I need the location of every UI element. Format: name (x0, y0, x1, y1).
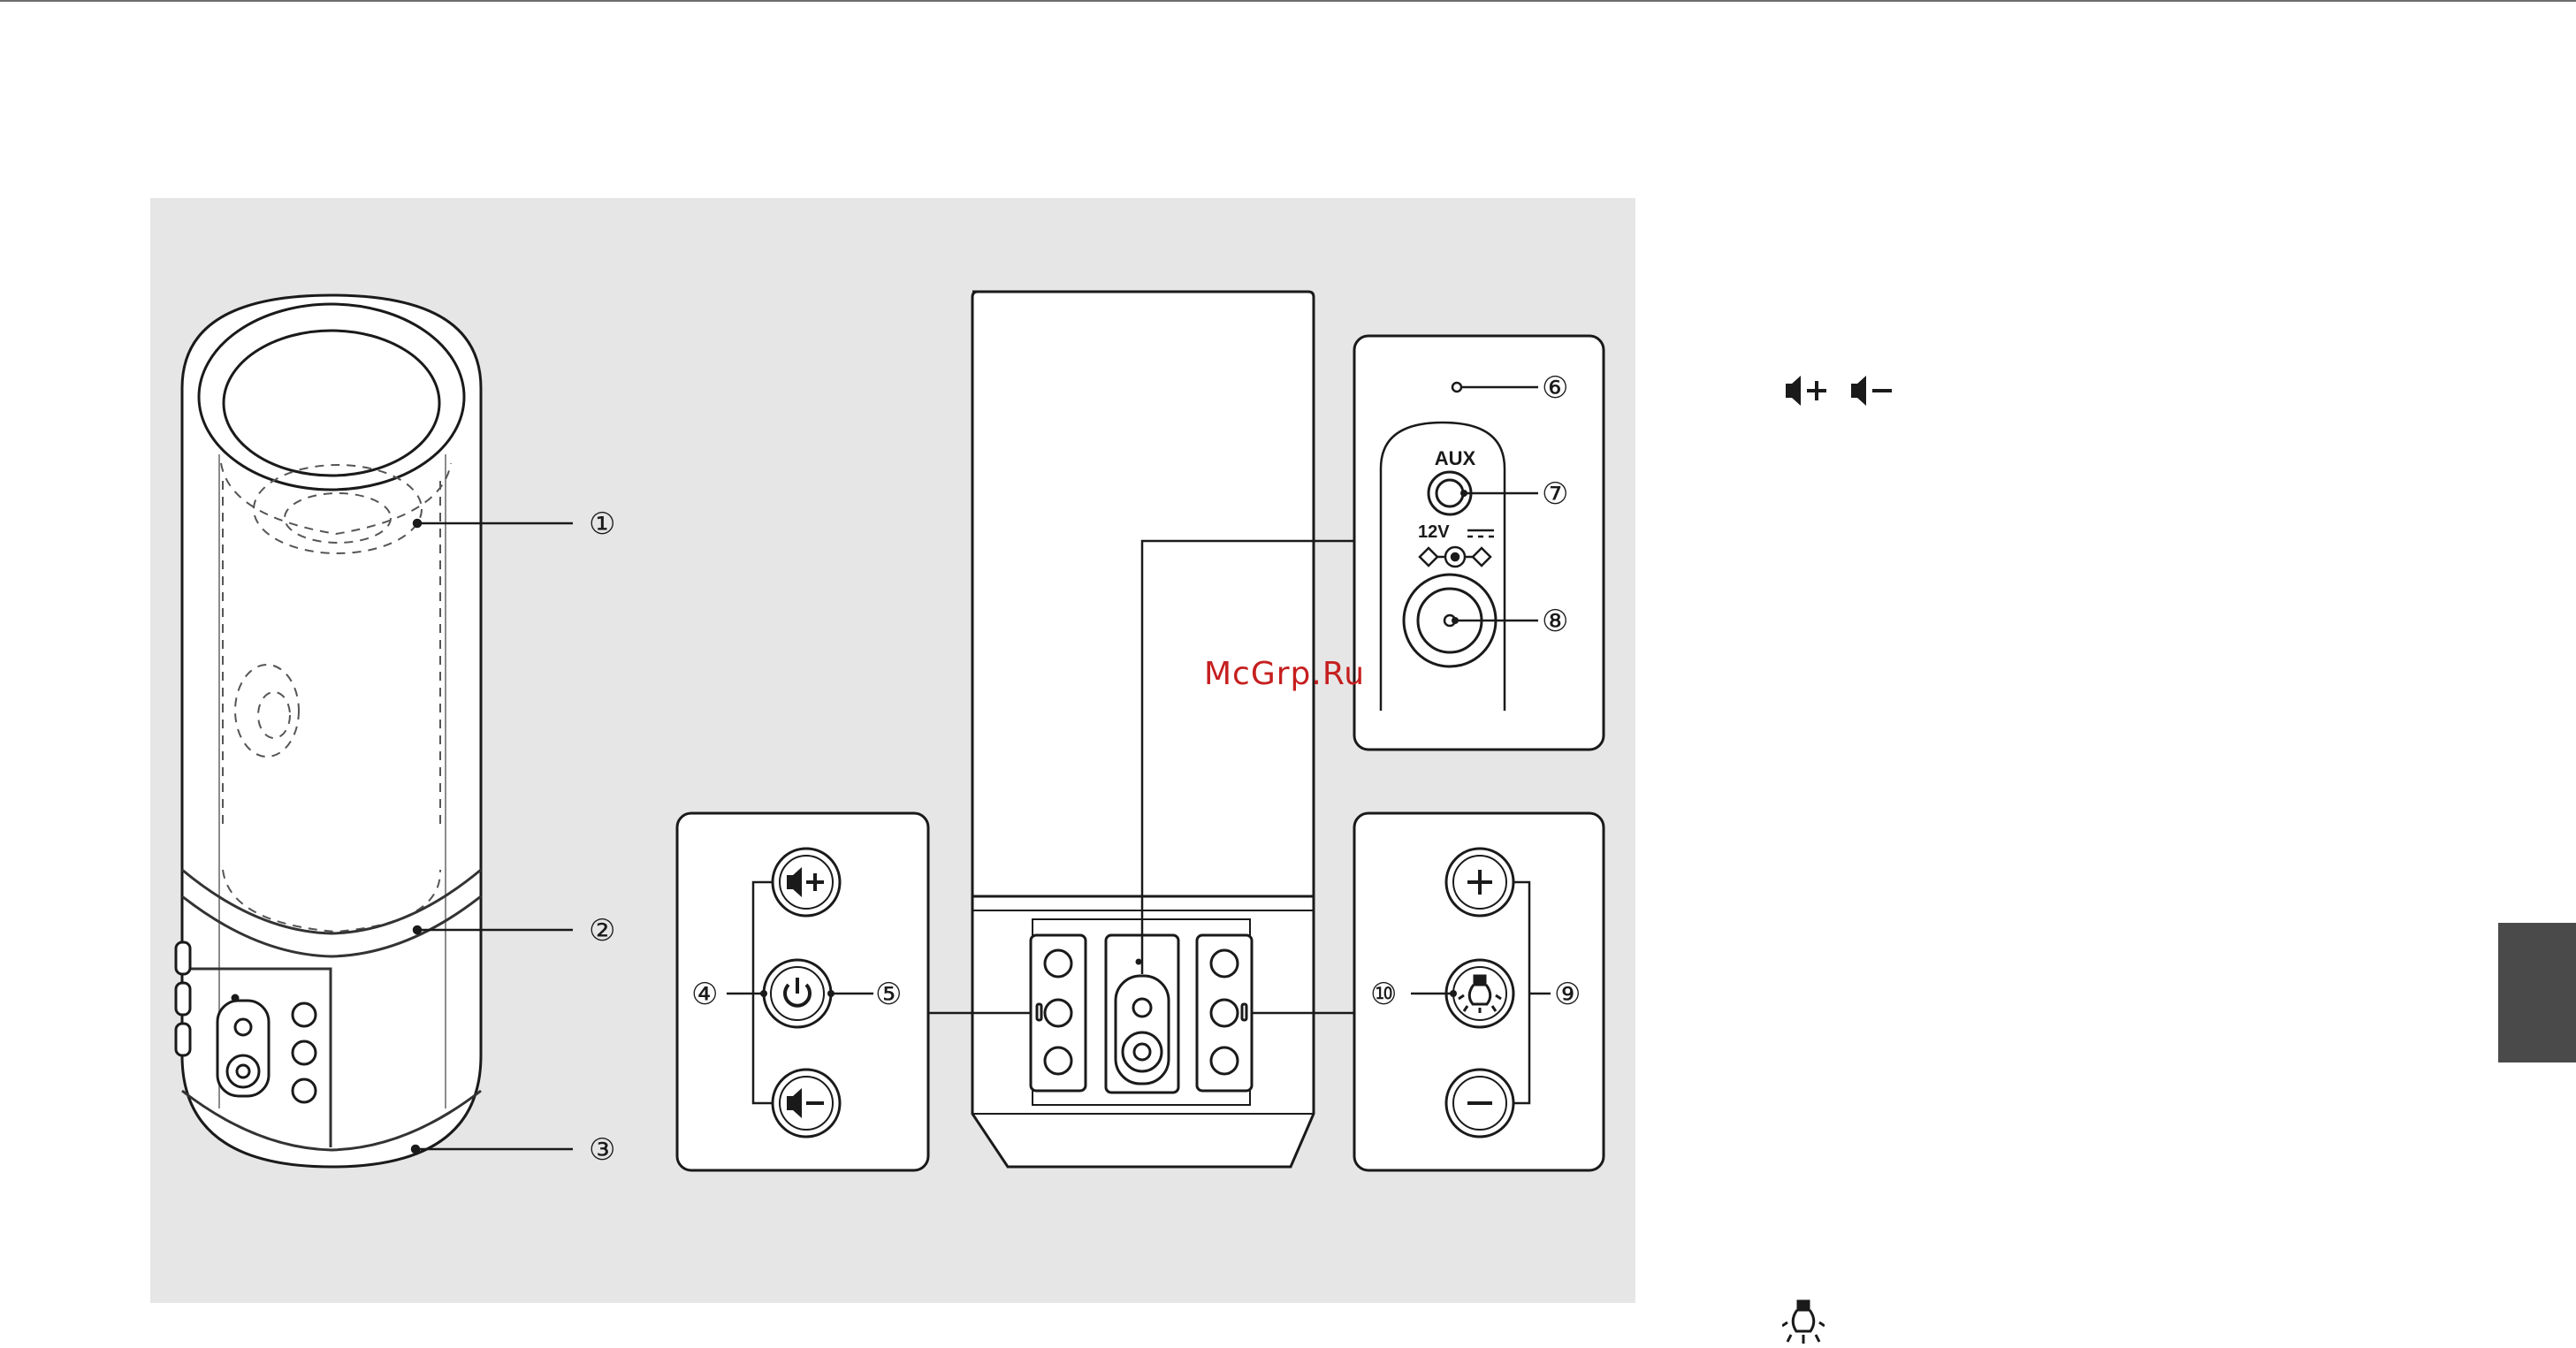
callout-5: ⑤ (875, 977, 902, 1012)
speaker-minus-icon (1851, 376, 1892, 406)
top-rule (0, 0, 2576, 2)
minus-icon (1467, 1101, 1492, 1105)
figure-panel: ① ② ③ (150, 198, 1635, 1303)
callout-6: ⑥ (1542, 370, 1568, 406)
volume-icons (1782, 371, 1902, 410)
speaker-plus-icon (1786, 376, 1826, 406)
speaker-front-view (176, 295, 481, 1167)
callout-9: ⑨ (1554, 977, 1581, 1012)
callout-8: ⑧ (1542, 604, 1568, 639)
callout-10: ⑩ (1370, 977, 1397, 1012)
callout-4: ④ (691, 977, 718, 1012)
dc-in-label: 12V (1418, 522, 1450, 542)
light-bulb-icon (1782, 1299, 1825, 1347)
aux-label: AUX (1435, 447, 1476, 469)
speaker-diagram: ① ② ③ (150, 198, 1635, 1303)
callout-3: ③ (589, 1132, 615, 1168)
section-tab (2498, 923, 2576, 1062)
watermark: McGrp.Ru (1204, 656, 1365, 692)
callout-2: ② (589, 913, 615, 948)
callout-7: ⑦ (1542, 476, 1568, 512)
callout-1: ① (589, 506, 615, 542)
